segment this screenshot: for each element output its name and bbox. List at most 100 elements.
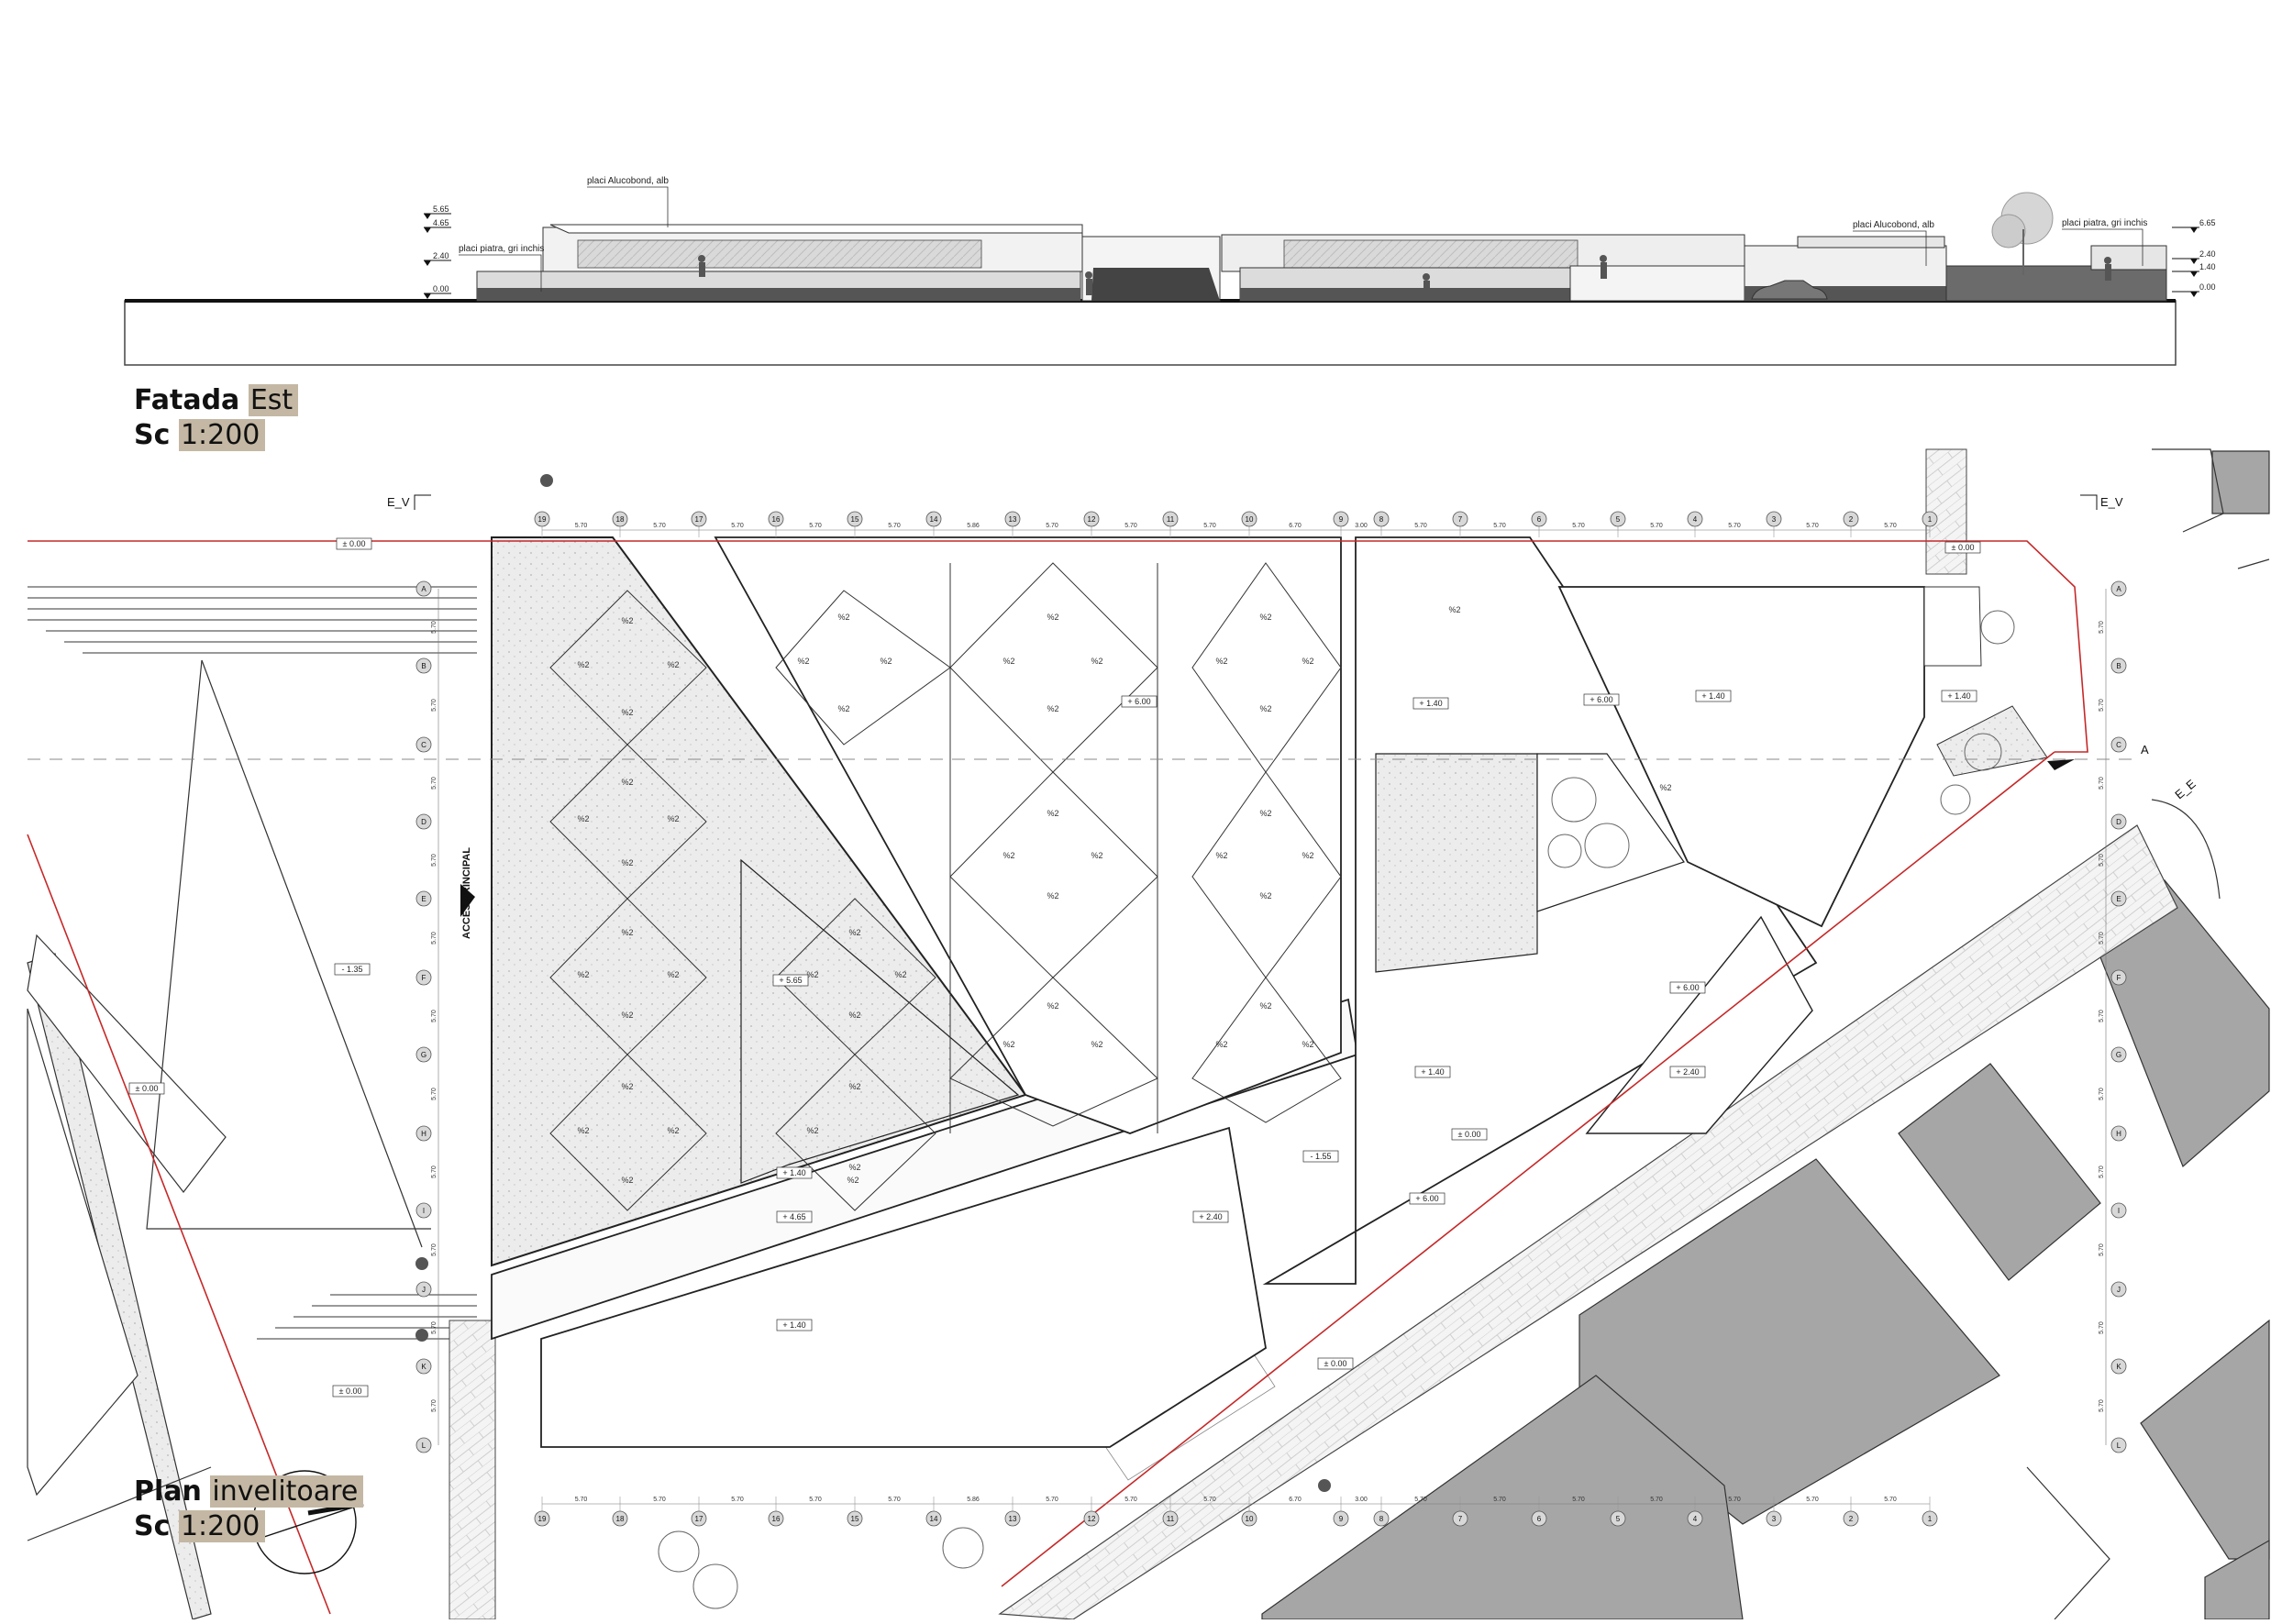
levels-right: 6.65 2.40 1.40 0.00 [2172, 218, 2216, 297]
plan-title-bold: Plan [134, 1475, 202, 1508]
column-axis-bubble [1531, 511, 1547, 527]
column-axis-label: 8 [1379, 515, 1384, 524]
column-spacing: 5.70 [731, 523, 744, 529]
row-axis-bubble [2110, 580, 2127, 597]
level-tag: + 6.00 [1415, 1194, 1438, 1203]
column-axis-bubble [768, 511, 784, 527]
roof-center [714, 536, 1342, 1134]
slope-label: %2 [621, 1011, 633, 1020]
level-tag: ± 0.00 [136, 1084, 159, 1093]
column-axis-bubble [925, 1510, 942, 1527]
row-axis-bubble [2110, 657, 2127, 674]
level-mark: 6.65 [2199, 218, 2216, 227]
level-tag-box [332, 1385, 369, 1398]
row-axis-bubble [415, 657, 432, 674]
column-axis-label: 8 [1379, 1515, 1384, 1523]
level-tag-box [1409, 1192, 1446, 1205]
column-spacing: 5.70 [888, 1497, 901, 1503]
column-axis-label: 17 [695, 515, 703, 524]
slope-label: %2 [667, 970, 679, 979]
row-spacing: 5.70 [2099, 1166, 2105, 1178]
column-axis-bubble [847, 511, 863, 527]
slope-label: %2 [806, 970, 818, 979]
column-spacing: 5.70 [1203, 523, 1216, 529]
slope-label: %2 [806, 1126, 818, 1135]
slope-label: %2 [621, 708, 633, 717]
slope-label: %2 [621, 778, 633, 787]
row-axis-bubble [2110, 1358, 2127, 1375]
level-tag: + 2.40 [1199, 1212, 1222, 1221]
column-axis-label: 7 [1458, 515, 1463, 524]
slope-label: %2 [847, 1176, 858, 1185]
column-axis-label: 11 [1167, 515, 1175, 524]
level-tag: + 6.00 [1590, 695, 1612, 704]
level-mark: 5.65 [433, 204, 449, 214]
column-spacing: 6.70 [1289, 1497, 1302, 1503]
column-axis-bubble [1083, 511, 1100, 527]
slope-label: %2 [880, 657, 892, 666]
column-axis-label: 1 [1928, 1515, 1933, 1523]
column-spacing: 5.70 [1806, 1497, 1819, 1503]
column-axis-bubble [1333, 511, 1349, 527]
column-spacing: 5.70 [1728, 1497, 1741, 1503]
label-stone-right: placi piatra, gri inchis [2062, 218, 2147, 228]
section-mark-ee: E_E [2172, 777, 2199, 801]
column-axis-label: 2 [1849, 515, 1854, 524]
level-tag: - 1.55 [1310, 1152, 1331, 1161]
row-spacing: 5.70 [2099, 777, 2105, 790]
column-axis-bubble [534, 1510, 550, 1527]
column-axis-label: 13 [1009, 515, 1017, 524]
level-tag: + 6.00 [1676, 983, 1699, 992]
slope-label: %2 [621, 616, 633, 625]
row-axis-label: B [2116, 662, 2121, 670]
column-axis-label: 4 [1693, 1515, 1698, 1523]
column-axis-label: 11 [1167, 1515, 1175, 1523]
row-axis-label: I [423, 1207, 425, 1215]
row-spacing: 5.70 [2099, 1243, 2105, 1256]
row-axis-bubble [415, 580, 432, 597]
plan-title-rest: invelitoare [210, 1475, 364, 1508]
row-axis-label: F [422, 974, 426, 982]
row-spacing: 5.70 [431, 932, 438, 945]
slope-label: %2 [577, 1126, 589, 1135]
level-tag-box [1302, 1150, 1339, 1163]
column-spacing: 5.70 [809, 1497, 822, 1503]
column-axis-label: 7 [1458, 1515, 1463, 1523]
row-axis-label: A [421, 585, 426, 593]
level-tag-box [128, 1082, 165, 1095]
level-tag-box [776, 1166, 813, 1179]
row-spacing: 5.70 [2099, 1321, 2105, 1334]
column-axis-bubble [1610, 1510, 1626, 1527]
row-axis-label: H [421, 1130, 426, 1138]
row-axis-label: K [2116, 1363, 2121, 1371]
column-spacing: 5.70 [1650, 523, 1663, 529]
section-mark-a: A [2141, 743, 2149, 757]
elevation-material-labels: placi Alucobond, alb placi piatra, gri i… [459, 176, 2147, 292]
slope-label: %2 [621, 1082, 633, 1091]
row-axis-label: E [421, 895, 426, 903]
slope-label: %2 [1002, 851, 1014, 860]
column-axis-bubble [1531, 1510, 1547, 1527]
level-mark: 4.65 [433, 218, 449, 227]
row-axis-bubble [415, 969, 432, 986]
access-label: ACCES PRINCIPAL [461, 847, 472, 939]
level-tag: ± 0.00 [1324, 1359, 1347, 1368]
column-axis-label: 5 [1616, 1515, 1621, 1523]
column-spacing: 5.86 [967, 1497, 980, 1503]
slope-label: %2 [1047, 891, 1058, 900]
column-axis-bubble [1610, 511, 1626, 527]
column-axis-label: 16 [772, 1515, 781, 1523]
column-spacing: 6.70 [1289, 523, 1302, 529]
column-axis-bubble [612, 1510, 628, 1527]
column-spacing: 5.70 [1493, 523, 1506, 529]
row-spacing: 5.70 [2099, 699, 2105, 712]
level-tag: ± 0.00 [1952, 543, 1975, 552]
row-axis-label: G [421, 1051, 426, 1059]
slope-label: %2 [667, 814, 679, 823]
slope-label: %2 [1047, 809, 1058, 818]
left-steps [28, 586, 477, 1340]
level-tag: ± 0.00 [1458, 1130, 1481, 1139]
slope-labels: %2%2%2%2%2%2%2%2%2%2%2%2%2%2%2%2%2%2%2%2… [577, 605, 1671, 1185]
